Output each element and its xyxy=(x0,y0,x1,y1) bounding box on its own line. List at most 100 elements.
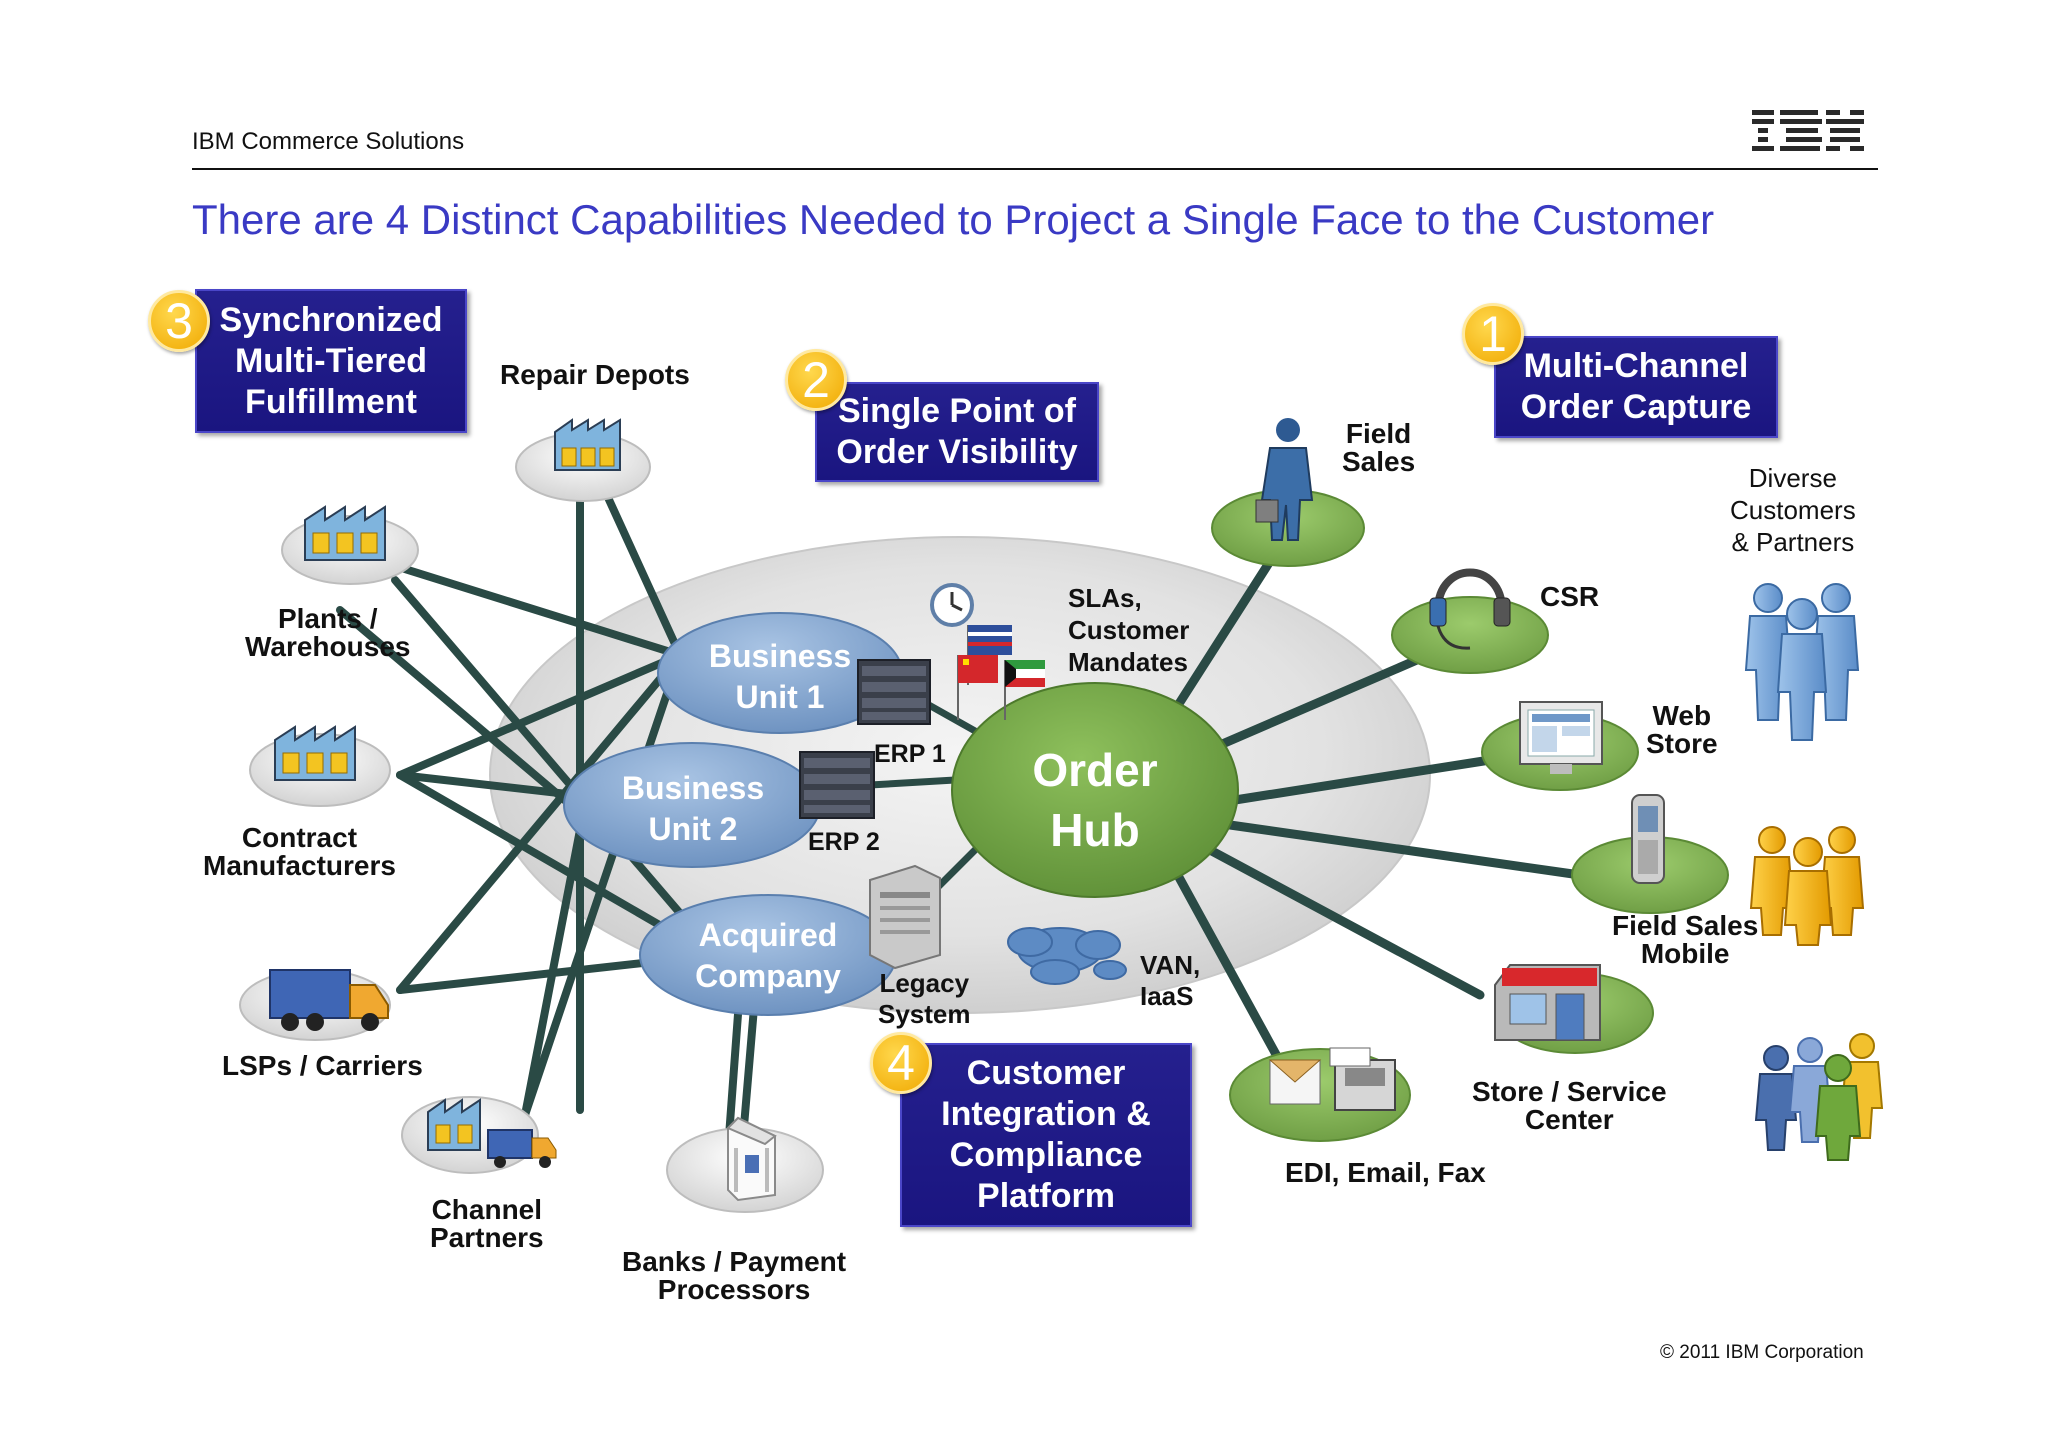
capability-1-badge: 1 xyxy=(1462,303,1524,365)
erp1-server-icon xyxy=(857,659,931,725)
capability-4-line: Platform xyxy=(977,1177,1115,1215)
channel-line: Partners xyxy=(430,1222,544,1253)
banks-label: Banks / Payment Processors xyxy=(622,1248,846,1304)
csr-label: CSR xyxy=(1540,581,1600,612)
mobile-line: Field Sales xyxy=(1612,910,1759,941)
web-store-line: Web xyxy=(1652,700,1712,731)
field-sales-mobile-label: Field Sales Mobile xyxy=(1612,912,1758,968)
field-sales-line: Field xyxy=(1345,418,1412,449)
acq-line: Company xyxy=(695,958,841,994)
business-unit-1-label: Business Unit 1 xyxy=(690,636,870,718)
flags-icon xyxy=(957,625,1045,720)
sla-line: Mandates xyxy=(1068,647,1188,677)
legacy-system-label: Legacy System xyxy=(878,968,971,1030)
copyright: © 2011 IBM Corporation xyxy=(1660,1342,1864,1363)
header-rule xyxy=(192,168,1878,170)
field-sales-node xyxy=(1211,418,1365,567)
banks-line: Banks / Payment xyxy=(622,1246,847,1277)
channel-partners-node xyxy=(401,1096,557,1174)
lsps-carriers-label: LSPs / Carriers xyxy=(222,1050,423,1081)
diverse-customers-label: Diverse Customers & Partners xyxy=(1730,462,1856,558)
blue-customers-icon xyxy=(1744,583,1860,741)
order-hub-shape xyxy=(951,682,1239,898)
lsps-carriers-node xyxy=(239,969,391,1041)
capability-2-box: Single Point of Order Visibility xyxy=(815,382,1099,482)
capability-1-box: Multi-Channel Order Capture xyxy=(1494,336,1778,438)
sla-line: Customer xyxy=(1068,615,1190,645)
van-iaas-label: VAN, IaaS xyxy=(1140,950,1200,1012)
sla-line: SLAs, xyxy=(1068,583,1142,613)
van-cloud-icon xyxy=(1007,927,1127,985)
legacy-line: System xyxy=(878,999,971,1029)
contract-line: Manufacturers xyxy=(203,850,396,881)
capability-4-line: Integration & xyxy=(941,1095,1151,1133)
contract-manufacturers-node xyxy=(249,725,391,807)
sla-clock-icon xyxy=(930,583,974,627)
legacy-system-icon xyxy=(869,864,941,970)
plants-line: Warehouses xyxy=(245,631,411,662)
banks-line: Processors xyxy=(657,1274,811,1305)
plants-warehouses-node xyxy=(281,505,419,585)
fulfillment-links xyxy=(336,476,762,1154)
order-hub-label: Order Hub xyxy=(1000,740,1190,860)
channel-line: Channel xyxy=(431,1194,543,1225)
channel-partners-label: Channel Partners xyxy=(430,1196,544,1252)
capability-2-line: Single Point of xyxy=(838,392,1076,430)
order-hub-line: Order xyxy=(1032,744,1158,796)
store-service-center-node xyxy=(1494,964,1654,1054)
plants-line: Plants / xyxy=(277,603,378,634)
bu2-line: Unit 2 xyxy=(648,811,738,847)
business-unit-2-label: Business Unit 2 xyxy=(603,768,783,850)
mixed-customers-icon xyxy=(1754,1033,1884,1161)
gold-customers-icon xyxy=(1749,826,1865,946)
slide-title: There are 4 Distinct Capabilities Needed… xyxy=(192,196,1715,243)
legacy-line: Legacy xyxy=(879,968,970,998)
erp1-label: ERP 1 xyxy=(874,740,946,768)
csr-node xyxy=(1391,568,1549,674)
capability-3-line: Synchronized xyxy=(219,300,443,339)
capability-4-box: Customer Integration & Compliance Platfo… xyxy=(900,1043,1192,1227)
section-label: IBM Commerce Solutions xyxy=(192,128,465,155)
acquired-company-label: Acquired Company xyxy=(673,915,863,997)
web-store-node xyxy=(1481,701,1639,791)
capability-3-line: Multi-Tiered xyxy=(234,341,428,380)
store-line: Center xyxy=(1524,1104,1614,1135)
field-sales-line: Sales xyxy=(1342,446,1416,477)
van-line: IaaS xyxy=(1140,981,1194,1011)
capability-1-line: Multi-Channel xyxy=(1523,347,1749,385)
bu1-line: Unit 1 xyxy=(735,679,825,715)
capability-1-line: Order Capture xyxy=(1520,388,1752,426)
contract-manufacturers-label: Contract Manufacturers xyxy=(203,824,396,880)
capability-2-line: Order Visibility xyxy=(836,433,1078,471)
ibm-logo xyxy=(1752,110,1864,151)
capability-3-line: Fulfillment xyxy=(245,382,417,421)
mobile-line: Mobile xyxy=(1640,938,1730,969)
van-line: VAN, xyxy=(1140,950,1201,980)
capability-4-badge: 4 xyxy=(870,1032,932,1094)
field-sales-mobile-node xyxy=(1571,794,1729,914)
capability-3-box: Synchronized Multi-Tiered Fulfillment xyxy=(195,289,467,433)
capability-4-line: Customer xyxy=(966,1054,1126,1092)
web-store-label: Web Store xyxy=(1646,702,1718,758)
edi-email-fax-label: EDI, Email, Fax xyxy=(1285,1157,1486,1188)
customers-line: Diverse xyxy=(1748,463,1837,493)
capability-3-badge: 3 xyxy=(148,290,210,352)
acq-line: Acquired xyxy=(698,917,838,953)
capability-4-line: Compliance xyxy=(949,1136,1143,1174)
bu2-line: Business xyxy=(621,770,765,806)
banks-node xyxy=(666,1116,824,1213)
channel-links xyxy=(1170,525,1585,1085)
capability-2-badge: 2 xyxy=(785,349,847,411)
sla-label: SLAs, Customer Mandates xyxy=(1068,582,1189,678)
web-store-line: Store xyxy=(1646,728,1718,759)
erp2-server-icon xyxy=(799,751,875,819)
plants-warehouses-label: Plants / Warehouses xyxy=(245,605,410,661)
store-line: Store / Service xyxy=(1472,1076,1667,1107)
contract-line: Contract xyxy=(241,822,358,853)
customers-line: Customers xyxy=(1730,495,1856,525)
store-service-label: Store / Service Center xyxy=(1472,1078,1667,1134)
order-hub-line: Hub xyxy=(1050,804,1140,856)
repair-depots-node xyxy=(515,418,651,502)
repair-depots-label: Repair Depots xyxy=(500,359,690,390)
